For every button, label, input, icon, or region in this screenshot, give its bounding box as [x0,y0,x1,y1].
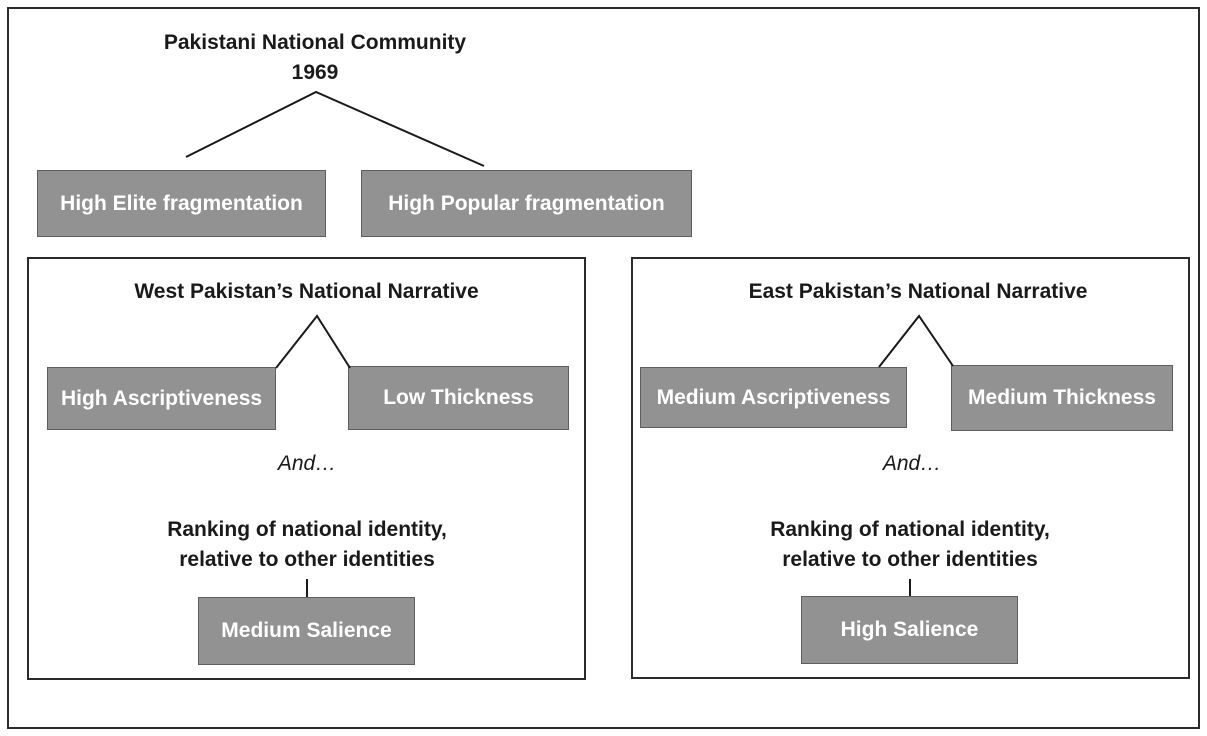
east-salience-label: High Salience [840,618,979,641]
west-and-text: And… [277,452,337,475]
elite-fragmentation-box: High Elite fragmentation [37,170,326,237]
west-ranking-line1: Ranking of national identity, [167,518,447,541]
east-title: East Pakistan’s National Narrative [748,280,1088,303]
west-thickness-label: Low Thickness [383,386,534,409]
east-thickness-box: Medium Thickness [951,365,1173,431]
east-ranking-line2: relative to other identities [782,548,1038,571]
west-title: West Pakistan’s National Narrative [134,280,479,303]
east-ascriptiveness-label: Medium Ascriptiveness [656,385,891,409]
east-thickness-label: Medium Thickness [968,386,1156,409]
east-ascriptiveness-box: Medium Ascriptiveness [640,367,907,428]
west-ranking-text: Ranking of national identity, relative t… [107,515,507,575]
community-title: Pakistani National Community 1969 [115,28,515,88]
west-ascriptiveness-label: High Ascriptiveness [60,386,263,410]
west-ranking-line2: relative to other identities [179,548,435,571]
community-title-line1: Pakistani National Community [163,31,467,54]
west-thickness-box: Low Thickness [348,366,569,430]
outer-frame [7,7,1200,729]
east-and-text: And… [882,452,942,475]
elite-fragmentation-label: High Elite fragmentation [60,191,303,215]
west-salience-box: Medium Salience [198,597,415,665]
east-ranking-line1: Ranking of national identity, [770,518,1050,541]
east-ranking-text: Ranking of national identity, relative t… [710,515,1110,575]
popular-fragmentation-box: High Popular fragmentation [361,170,692,237]
community-year: 1969 [291,61,339,84]
west-ascriptiveness-box: High Ascriptiveness [47,367,276,430]
west-salience-label: Medium Salience [221,619,392,642]
popular-fragmentation-label: High Popular fragmentation [388,191,665,215]
east-salience-box: High Salience [801,596,1018,664]
